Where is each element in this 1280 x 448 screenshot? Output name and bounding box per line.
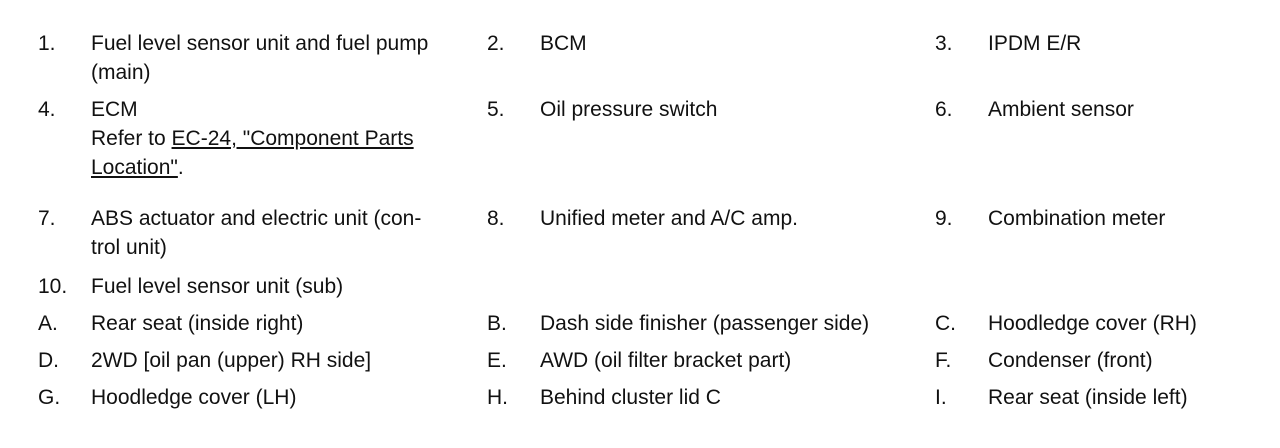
item-description: Unified meter and A/C amp. — [540, 204, 935, 233]
item-number: 10. — [38, 275, 68, 298]
item-description: Fuel level sensor unit (sub) — [91, 272, 471, 301]
item-letter: A. — [38, 312, 58, 335]
item-description: AWD (oil filter bracket part) — [540, 346, 935, 375]
item-number: 3. — [935, 32, 953, 55]
item-description: Rear seat (inside left) — [988, 383, 1280, 412]
item-number: 2. — [487, 32, 505, 55]
item-letter: B. — [487, 312, 507, 335]
item-description: Ambient sensor — [988, 95, 1280, 124]
item-number: 7. — [38, 207, 56, 230]
item-description: Combination meter — [988, 204, 1280, 233]
reference-line: Refer to EC-24, "Component Parts — [91, 124, 471, 153]
item-description: Behind cluster lid C — [540, 383, 935, 412]
item-description: Oil pressure switch — [540, 95, 935, 124]
item-text-line: Dash side finisher (passenger side) — [540, 312, 870, 335]
item-letter: I. — [935, 386, 947, 409]
item-text-line: ABS actuator and electric unit (con- — [91, 207, 422, 230]
item-letter: D. — [38, 349, 59, 372]
item-text-line: 2WD [oil pan (upper) RH side] — [91, 349, 372, 372]
item-text-line: Fuel level sensor unit (sub) — [91, 275, 344, 298]
item-text-line: AWD (oil filter bracket part) — [540, 349, 792, 372]
item-description: Rear seat (inside right) — [91, 309, 471, 338]
item-description: ABS actuator and electric unit (con- tro… — [91, 204, 471, 262]
item-text-line: BCM — [540, 32, 587, 55]
item-number: 6. — [935, 98, 953, 121]
item-text-line: Rear seat (inside right) — [91, 312, 304, 335]
item-text-line: Oil pressure switch — [540, 98, 718, 121]
reference-link[interactable]: EC-24, "Component Parts — [171, 127, 414, 150]
item-letter: C. — [935, 312, 956, 335]
item-text-line: Ambient sensor — [988, 98, 1134, 121]
reference-link-continued[interactable]: Location" — [91, 156, 178, 179]
reference-suffix: . — [177, 156, 184, 179]
item-letter: E. — [487, 349, 507, 372]
item-number: 5. — [487, 98, 505, 121]
item-description: Hoodledge cover (RH) — [988, 309, 1280, 338]
item-letter: H. — [487, 386, 508, 409]
item-text-line: IPDM E/R — [988, 32, 1082, 55]
reference-prefix: Refer to — [91, 127, 172, 150]
item-text-line: Combination meter — [988, 207, 1166, 230]
item-text-line: Fuel level sensor unit and fuel pump — [91, 32, 429, 55]
item-text-line: Hoodledge cover (LH) — [91, 386, 297, 409]
item-description: Dash side finisher (passenger side) — [540, 309, 935, 338]
item-text-line: Hoodledge cover (RH) — [988, 312, 1197, 335]
item-text-line: ECM — [91, 98, 138, 121]
item-text-line: Unified meter and A/C amp. — [540, 207, 798, 230]
item-description: ECM Refer to EC-24, "Component Parts Loc… — [91, 95, 471, 182]
item-text-line: Rear seat (inside left) — [988, 386, 1188, 409]
item-description: BCM — [540, 29, 935, 58]
item-description: Hoodledge cover (LH) — [91, 383, 471, 412]
item-description: 2WD [oil pan (upper) RH side] — [91, 346, 471, 375]
item-number: 9. — [935, 207, 953, 230]
item-text-line: (main) — [91, 61, 151, 84]
item-letter: G. — [38, 386, 61, 409]
item-text-line: Condenser (front) — [988, 349, 1153, 372]
reference-line: Location". — [91, 153, 471, 182]
item-text-line: Behind cluster lid C — [540, 386, 721, 409]
item-number: 1. — [38, 32, 56, 55]
item-letter: F. — [935, 349, 952, 372]
item-description: IPDM E/R — [988, 29, 1280, 58]
item-description: Condenser (front) — [988, 346, 1280, 375]
item-number: 4. — [38, 98, 56, 121]
item-number: 8. — [487, 207, 505, 230]
item-text-line: trol unit) — [91, 236, 167, 259]
item-description: Fuel level sensor unit and fuel pump (ma… — [91, 29, 471, 87]
